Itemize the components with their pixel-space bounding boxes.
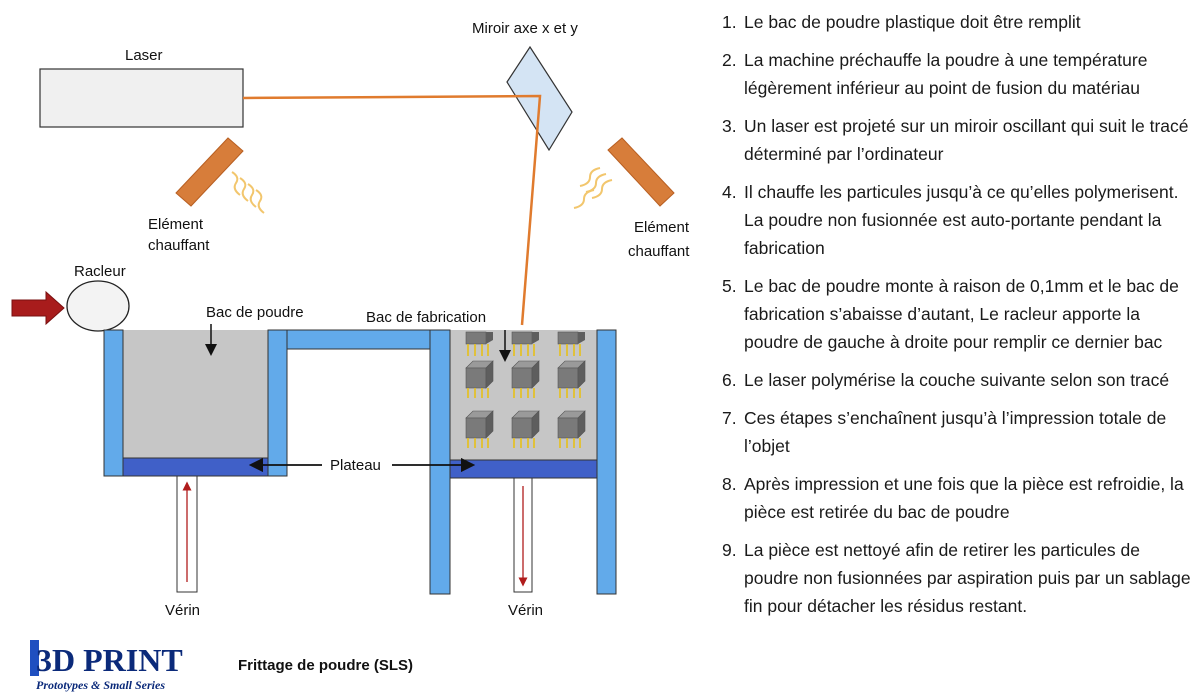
heat-waves-right: [573, 167, 613, 209]
heat-waves-left: [231, 171, 265, 214]
step-item: 3. Un laser est projeté sur un miroir osc…: [722, 112, 1192, 168]
printed-parts: [465, 331, 586, 448]
laser-box: [39, 68, 244, 128]
powder-fill: [123, 330, 268, 458]
step-text: Le bac de poudre plastique doit être rem…: [744, 12, 1081, 32]
step-number: 4.: [722, 182, 737, 202]
step-item: 8. Après impression et une fois que la pi…: [722, 470, 1192, 526]
logo-sub-text: Prototypes & Small Series: [36, 678, 165, 692]
step-number: 2.: [722, 50, 737, 70]
step-text: Le bac de poudre monte à raison de 0,1mm…: [744, 276, 1179, 352]
diagram-caption: Frittage de poudre (SLS): [238, 657, 414, 674]
heater-left-label-line1: Elément: [148, 216, 204, 233]
step-text: La pièce est nettoyé afin de retirer les…: [744, 540, 1191, 616]
heater-left: [175, 137, 244, 207]
step-number: 9.: [722, 540, 737, 560]
step-number: 6.: [722, 370, 737, 390]
step-number: 8.: [722, 474, 737, 494]
step-text: Après impression et une fois que la pièc…: [744, 474, 1184, 522]
bridge: [286, 329, 431, 350]
printed-part: [511, 360, 540, 398]
printed-part: [465, 331, 493, 356]
racleur-roller: [66, 280, 130, 332]
powder-tank-left-wall: [103, 329, 124, 477]
step-number: 7.: [722, 408, 737, 428]
heater-left-label-line2: chauffant: [148, 237, 210, 254]
powder-plateau: [122, 457, 269, 477]
step-number: 3.: [722, 116, 737, 136]
bac-poudre-label: Bac de poudre: [206, 304, 304, 321]
verin-left-label: Vérin: [165, 602, 200, 619]
step-text: Le laser polymérise la couche suivante s…: [744, 370, 1170, 390]
step-item: 2. La machine préchauffe la poudre à une …: [722, 46, 1192, 102]
step-text: La machine préchauffe la poudre à une te…: [744, 50, 1148, 98]
step-item: 7. Ces étapes s’enchaînent jusqu’à l’impr…: [722, 404, 1192, 460]
step-item: 6. Le laser polymérise la couche suivante…: [722, 366, 1192, 394]
step-number: 5.: [722, 276, 737, 296]
step-item: 4. Il chauffe les particules jusqu’à ce q…: [722, 178, 1192, 262]
printed-part: [465, 410, 494, 448]
process-steps: 1. Le bac de poudre plastique doit être r…: [722, 8, 1192, 630]
build-tank-left-wall: [429, 329, 451, 595]
verin-right-label: Vérin: [508, 602, 543, 619]
plateau-label: Plateau: [330, 457, 381, 474]
racleur-label: Racleur: [74, 263, 126, 280]
heater-right: [607, 137, 675, 207]
build-plateau: [449, 459, 598, 479]
step-text: Un laser est projeté sur un miroir oscil…: [744, 116, 1189, 164]
step-item: 1. Le bac de poudre plastique doit être r…: [722, 8, 1192, 36]
powder-tank-right-wall: [267, 329, 288, 477]
heater-right-label-line1: Elément: [634, 219, 690, 236]
mirror-label: Miroir axe x et y: [472, 20, 578, 37]
sls-diagram: Laser Miroir axe x et y Elément chauffan…: [11, 20, 690, 619]
printed-part: [465, 360, 494, 398]
printed-part: [511, 331, 539, 356]
logo: 3D PRINT Prototypes & Small Series: [30, 638, 200, 696]
logo-main-text: 3D PRINT: [36, 642, 183, 678]
logo-accent: [30, 640, 39, 676]
printed-part: [557, 331, 585, 356]
laser-beam: [242, 94, 542, 326]
step-text: Ces étapes s’enchaînent jusqu’à l’impres…: [744, 408, 1167, 456]
printed-part: [557, 360, 586, 398]
step-item: 5. Le bac de poudre monte à raison de 0,1…: [722, 272, 1192, 356]
printed-part: [511, 410, 540, 448]
bac-fabrication-label: Bac de fabrication: [366, 309, 486, 326]
step-number: 1.: [722, 12, 737, 32]
step-text: Il chauffe les particules jusqu’à ce qu’…: [744, 182, 1179, 258]
printed-part: [557, 410, 586, 448]
build-powder: [450, 330, 597, 460]
build-tank-right-wall: [596, 329, 617, 595]
laser-label: Laser: [125, 47, 163, 64]
step-item: 9. La pièce est nettoyé afin de retirer l…: [722, 536, 1192, 620]
push-arrow: [11, 290, 65, 326]
heater-right-label-line2: chauffant: [628, 243, 690, 260]
